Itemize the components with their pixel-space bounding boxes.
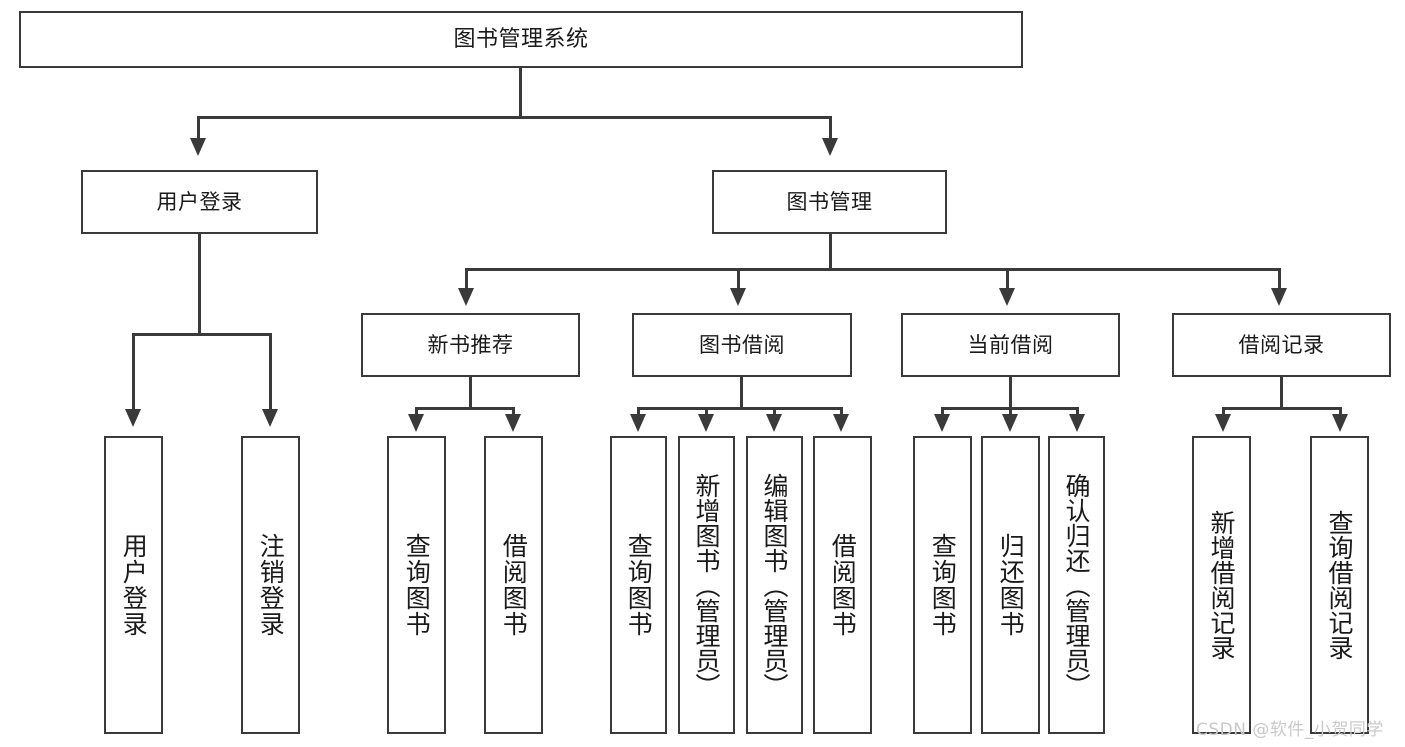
edge-bb-leaf3 [773, 407, 776, 419]
edge-current-borrow-stem [1009, 377, 1012, 409]
arrowhead-nb-leaf2 [505, 414, 521, 432]
arrowhead-nb-leaf1 [408, 414, 424, 432]
edge-bb-leaf1 [637, 407, 640, 419]
node-label: 当前借阅 [967, 332, 1054, 357]
arrowhead-bb-leaf1 [630, 414, 646, 432]
node-label: 借阅记录 [1238, 332, 1325, 357]
edge-new-book-stem [469, 377, 472, 409]
leaf-query-book-recommend[interactable]: 查询图书 [387, 436, 446, 734]
node-label: 用户登录 [156, 189, 243, 214]
edge-new-book-leaf2 [512, 407, 515, 419]
leaf-return-book[interactable]: 归还图书 [981, 436, 1040, 734]
arrowhead-borrow-record [1271, 288, 1287, 306]
leaf-logout[interactable]: 注销登录 [241, 436, 300, 734]
node-label: 查询图书 [928, 533, 958, 637]
edge-br-leaf1 [1222, 407, 1225, 419]
edge-user-login-leaf1 [132, 333, 135, 412]
edge-cb-leaf3 [1076, 407, 1079, 419]
edge-to-borrow-record [1278, 268, 1281, 290]
edge-user-login-bus [132, 333, 269, 336]
node-label: 借阅图书 [499, 533, 529, 637]
edge-to-current-borrow [1006, 268, 1009, 290]
leaf-borrow-book-recommend[interactable]: 借阅图书 [484, 436, 543, 734]
edge-br-leaf2 [1339, 407, 1342, 419]
arrowhead-br-leaf1 [1215, 414, 1231, 432]
arrowhead-br-leaf2 [1332, 414, 1348, 432]
edge-to-new-book [465, 268, 468, 290]
watermark: CSDN @软件_小贺同学 [1196, 720, 1384, 740]
edge-to-book-borrow [737, 268, 740, 290]
arrowhead-user-login [190, 138, 206, 156]
edge-cb-leaf2 [1009, 407, 1012, 419]
node-label: 归还图书 [996, 533, 1026, 637]
arrowhead-book-borrow [730, 288, 746, 306]
edge-new-book-bus [415, 407, 514, 410]
edge-bb-leaf2 [705, 407, 708, 419]
edge-book-manage-stem [829, 234, 832, 270]
leaf-borrow-book[interactable]: 借阅图书 [813, 436, 872, 734]
node-label: 借阅图书 [828, 533, 858, 637]
arrowhead-bb-leaf2 [698, 414, 714, 432]
arrowhead-bb-leaf3 [766, 414, 782, 432]
node-label: 新增图书（管理员） [692, 472, 721, 698]
node-label: 图书借阅 [699, 332, 785, 357]
node-user-login[interactable]: 用户登录 [81, 170, 318, 234]
leaf-confirm-return-admin[interactable]: 确认归还（管理员） [1048, 436, 1105, 734]
arrowhead-cb-leaf2 [1002, 414, 1018, 432]
arrowhead-leaf-logout [262, 409, 278, 427]
node-label: 图书管理系统 [453, 26, 589, 52]
node-label: 查询借阅记录 [1325, 510, 1354, 660]
edge-root-stem [519, 68, 522, 119]
node-label: 编辑图书（管理员） [760, 472, 789, 698]
edge-to-book-manage [829, 116, 832, 141]
edge-to-user-login [197, 116, 200, 141]
edge-cb-leaf1 [941, 407, 944, 419]
edge-bb-leaf4 [840, 407, 843, 419]
edge-book-borrow-bus [637, 407, 842, 410]
leaf-user-login[interactable]: 用户登录 [104, 436, 163, 734]
arrowhead-cb-leaf3 [1069, 414, 1085, 432]
node-book-manage[interactable]: 图书管理 [712, 170, 947, 234]
edge-borrow-record-stem [1280, 377, 1283, 409]
node-label: 查询图书 [402, 533, 432, 637]
leaf-query-book-borrow[interactable]: 查询图书 [610, 436, 667, 734]
edge-level3-bus [465, 268, 1281, 271]
arrowhead-leaf-user-login [125, 409, 141, 427]
leaf-add-borrow-record[interactable]: 新增借阅记录 [1192, 436, 1251, 734]
node-book-borrow[interactable]: 图书借阅 [632, 313, 852, 377]
arrowhead-current-borrow [999, 288, 1015, 306]
node-label: 新增借阅记录 [1207, 510, 1236, 660]
edge-level2-bus [197, 116, 832, 119]
leaf-query-book-current[interactable]: 查询图书 [913, 436, 972, 734]
node-borrow-record[interactable]: 借阅记录 [1172, 313, 1391, 377]
arrowhead-new-book [458, 288, 474, 306]
edge-user-login-stem [198, 234, 201, 335]
node-label: 图书管理 [786, 189, 873, 214]
edge-new-book-leaf1 [415, 407, 418, 419]
node-new-book-recommend[interactable]: 新书推荐 [361, 313, 580, 377]
node-label: 新书推荐 [427, 332, 514, 357]
node-label: 用户登录 [119, 533, 149, 637]
node-label: 查询图书 [624, 533, 654, 637]
leaf-edit-book-admin[interactable]: 编辑图书（管理员） [746, 436, 803, 734]
arrowhead-bb-leaf4 [833, 414, 849, 432]
node-label: 确认归还（管理员） [1062, 472, 1091, 698]
arrowhead-book-manage [822, 138, 838, 156]
edge-borrow-record-bus [1222, 407, 1342, 410]
leaf-add-book-admin[interactable]: 新增图书（管理员） [678, 436, 735, 734]
arrowhead-cb-leaf1 [934, 414, 950, 432]
edge-book-borrow-stem [740, 377, 743, 409]
node-label: 注销登录 [256, 533, 286, 637]
leaf-query-borrow-record[interactable]: 查询借阅记录 [1310, 436, 1369, 734]
node-root-system[interactable]: 图书管理系统 [19, 11, 1023, 68]
edge-user-login-leaf2 [269, 333, 272, 412]
node-current-borrow[interactable]: 当前借阅 [901, 313, 1120, 377]
